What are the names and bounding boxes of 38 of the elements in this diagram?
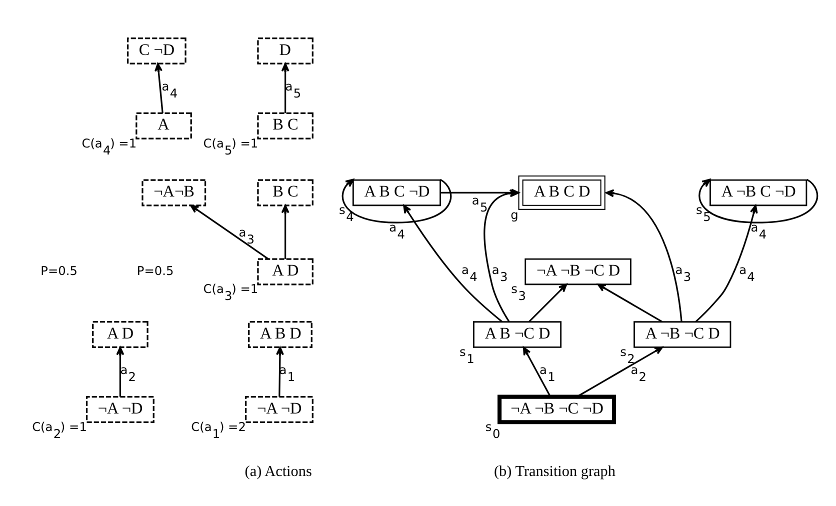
node-box: B C	[257, 112, 314, 139]
label: P=0.5	[40, 263, 78, 278]
arrow	[154, 62, 164, 113]
node-box: A ¬B ¬C D	[634, 320, 732, 348]
node-box: A B C ¬D	[352, 178, 441, 206]
node-box: A B D	[248, 320, 312, 348]
label: (a) Actions	[244, 462, 312, 480]
arrow	[528, 283, 568, 322]
node-box: B C	[257, 178, 314, 206]
node-box: A ¬B C ¬D	[710, 178, 808, 206]
label: P=0.5	[136, 263, 174, 278]
arrow	[116, 346, 124, 396]
node-label: g	[510, 208, 518, 222]
arrow	[695, 204, 758, 322]
node-box: ¬A ¬D	[245, 396, 314, 422]
label: (b) Transition graph	[494, 462, 616, 480]
node-box: ¬A ¬D	[86, 396, 154, 422]
arrow	[403, 204, 503, 322]
arrow	[281, 204, 290, 259]
arrow	[276, 346, 284, 396]
node-box: ¬A ¬B ¬C ¬D	[498, 394, 616, 424]
arrow	[522, 346, 552, 397]
node-box: A	[136, 112, 192, 139]
node-box: A D	[257, 258, 314, 285]
arrow	[698, 178, 818, 223]
arrow	[281, 62, 290, 113]
node-box: A B ¬C D	[473, 320, 562, 348]
node-box: D	[257, 36, 314, 64]
arrow	[606, 188, 682, 322]
node-box: A D	[92, 320, 148, 348]
arrow	[190, 204, 269, 260]
node-box: A B C D	[518, 175, 606, 210]
node-box: C ¬D	[127, 36, 186, 64]
node-box: ¬A ¬B ¬C D	[524, 258, 632, 285]
arrow	[342, 178, 452, 223]
node-box: ¬A¬B	[142, 178, 206, 206]
arrow	[576, 346, 664, 397]
arrow	[597, 283, 663, 322]
